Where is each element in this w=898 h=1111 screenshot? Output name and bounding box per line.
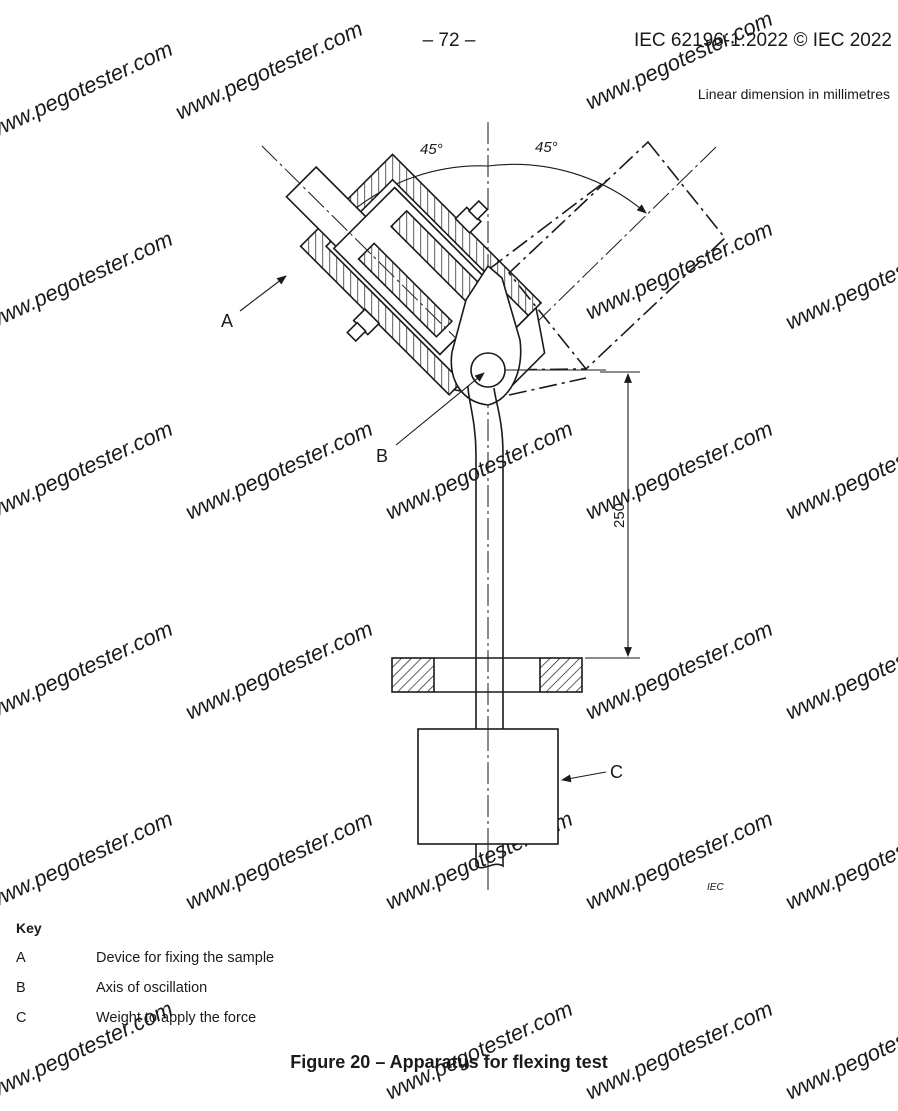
watermark: www.pegotester.com — [0, 806, 176, 915]
label-b: B — [376, 446, 388, 466]
watermark: www.pegotester.com — [182, 806, 377, 915]
watermark: www.pegotester.com — [782, 806, 898, 915]
watermark: www.pegotester.com — [0, 616, 176, 725]
angle-label-right: 45° — [535, 139, 558, 156]
watermark: www.pegotester.com — [782, 996, 898, 1105]
page-number: – 72 – — [422, 30, 476, 51]
key-item-code: B — [16, 980, 26, 996]
watermark: www.pegotester.com — [0, 416, 176, 525]
figure-caption: Figure 20 – Apparatus for flexing test — [290, 1052, 608, 1072]
dimension-250 — [585, 371, 640, 659]
cable-end — [475, 844, 504, 869]
key-item-code: A — [16, 950, 26, 966]
key-item-text: Device for fixing the sample — [96, 950, 275, 966]
key-item-code: C — [16, 1010, 27, 1026]
angle-label-left: 45° — [420, 141, 443, 158]
support-plate — [391, 657, 583, 693]
watermark: www.pegotester.com — [0, 226, 176, 335]
watermark: www.pegotester.com — [182, 616, 377, 725]
key-item: C Weight to apply the force — [16, 1010, 256, 1026]
watermark: www.pegotester.com — [582, 996, 777, 1105]
key-item: A Device for fixing the sample — [16, 950, 274, 966]
key-item-text: Weight to apply the force — [96, 1010, 257, 1026]
key-item-text: Axis of oscillation — [96, 980, 208, 996]
label-c: C — [610, 762, 623, 782]
watermark: www.pegotester.com — [782, 416, 898, 525]
dimension-250-label: 250 — [611, 503, 628, 528]
standard-reference: IEC 62196-1:2022 © IEC 2022 — [633, 30, 892, 51]
watermark-layer: www.pegotester.com www.pegotester.com ww… — [0, 6, 898, 1105]
key-item: B Axis of oscillation — [16, 980, 207, 996]
key-title: Key — [16, 920, 42, 936]
watermark: www.pegotester.com — [782, 616, 898, 725]
units-note: Linear dimension in millimetres — [697, 86, 890, 102]
watermark: www.pegotester.com — [782, 226, 898, 335]
watermark: www.pegotester.com — [382, 996, 577, 1105]
left-axis-line — [261, 145, 489, 371]
watermark: www.pegotester.com — [582, 616, 777, 725]
watermark: www.pegotester.com — [582, 6, 777, 115]
iec-mark: IEC — [707, 882, 724, 893]
watermark: www.pegotester.com — [172, 16, 367, 125]
watermark: www.pegotester.com — [582, 806, 777, 915]
watermark: www.pegotester.com — [182, 416, 377, 525]
watermark: www.pegotester.com — [582, 216, 777, 325]
label-a: A — [221, 311, 233, 331]
watermark: www.pegotester.com — [0, 36, 176, 145]
cable — [467, 385, 477, 730]
pivot-axis-circle — [470, 352, 506, 388]
